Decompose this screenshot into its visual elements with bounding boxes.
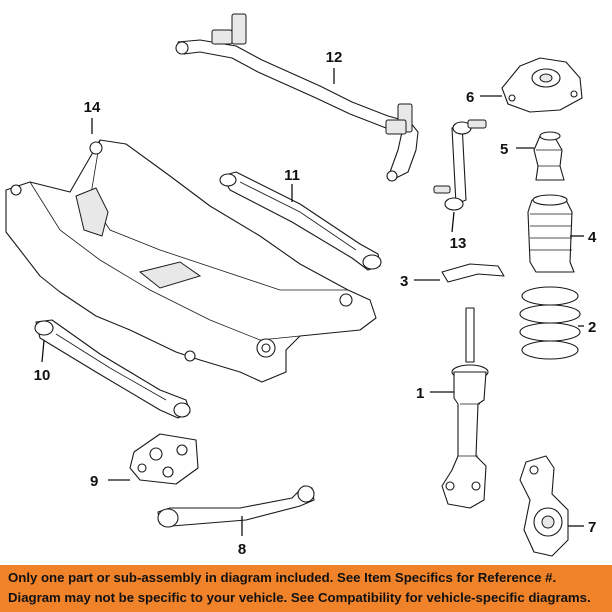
callout-6: 6 bbox=[466, 89, 474, 106]
trailing-link bbox=[157, 485, 315, 528]
callout-1: 1 bbox=[416, 385, 424, 402]
steering-knuckle bbox=[519, 455, 569, 557]
callout-4: 4 bbox=[588, 229, 597, 246]
bump-stop bbox=[533, 131, 565, 181]
stabilizer-bar bbox=[175, 13, 419, 182]
callout-2: 2 bbox=[588, 319, 596, 336]
lower-control-arm bbox=[34, 319, 191, 419]
mount-bracket bbox=[129, 433, 199, 485]
disclaimer-banner: Only one part or sub-assembly in diagram… bbox=[0, 565, 612, 612]
callouts: 12 6 14 5 11 4 13 3 2 10 1 9 7 8 bbox=[34, 49, 597, 558]
callout-5: 5 bbox=[500, 141, 508, 158]
disclaimer-line-2: Diagram may not be specific to your vehi… bbox=[8, 590, 591, 605]
leader-lines bbox=[41, 68, 584, 536]
spring-insulator bbox=[441, 263, 505, 283]
subframe-crossmember bbox=[5, 139, 377, 383]
strut-assembly bbox=[441, 307, 489, 509]
callout-12: 12 bbox=[326, 49, 343, 66]
callout-10: 10 bbox=[34, 367, 51, 384]
callout-9: 9 bbox=[90, 473, 98, 490]
callout-8: 8 bbox=[238, 541, 246, 558]
parts-diagram: 12 6 14 5 11 4 13 3 2 10 1 9 7 8 bbox=[5, 13, 597, 558]
disclaimer-line-1: Only one part or sub-assembly in diagram… bbox=[8, 570, 557, 585]
callout-14: 14 bbox=[84, 99, 101, 116]
callout-3: 3 bbox=[400, 273, 408, 290]
dust-boot bbox=[527, 194, 575, 273]
callout-13: 13 bbox=[450, 235, 467, 252]
strut-mount bbox=[501, 57, 583, 113]
callout-11: 11 bbox=[284, 167, 300, 184]
coil-spring bbox=[519, 286, 581, 360]
callout-7: 7 bbox=[588, 519, 596, 536]
stabilizer-link bbox=[433, 119, 487, 211]
upper-lateral-arm bbox=[219, 171, 382, 271]
